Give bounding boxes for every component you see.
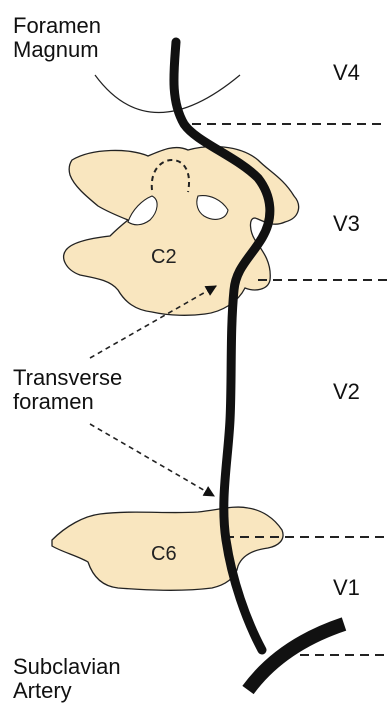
- vertebra-c6-label: C6: [151, 542, 177, 566]
- subclavian-artery-line-1: Subclavian: [13, 655, 121, 679]
- transverse-foramen-label: Transverse foramen: [13, 366, 122, 414]
- transverse-foramen-line-2: foramen: [13, 390, 122, 414]
- foramen-magnum-arc: [95, 75, 240, 113]
- segment-v3-label: V3: [333, 212, 360, 236]
- segment-v2-label: V2: [333, 380, 360, 404]
- vertebra-c2-label: C2: [151, 245, 177, 269]
- transverse-foramen-line-1: Transverse: [13, 366, 122, 390]
- segment-v4-label: V4: [333, 61, 360, 85]
- foramen-magnum-line-1: Foramen: [13, 14, 101, 38]
- subclavian-artery-label: Subclavian Artery: [13, 655, 121, 703]
- foramen-magnum-label: Foramen Magnum: [13, 14, 101, 62]
- subclavian-artery: [248, 624, 344, 690]
- transverse-foramen-arrow-lower: [90, 424, 214, 496]
- foramen-magnum-line-2: Magnum: [13, 38, 101, 62]
- segment-v1-label: V1: [333, 576, 360, 600]
- subclavian-artery-line-2: Artery: [13, 679, 121, 703]
